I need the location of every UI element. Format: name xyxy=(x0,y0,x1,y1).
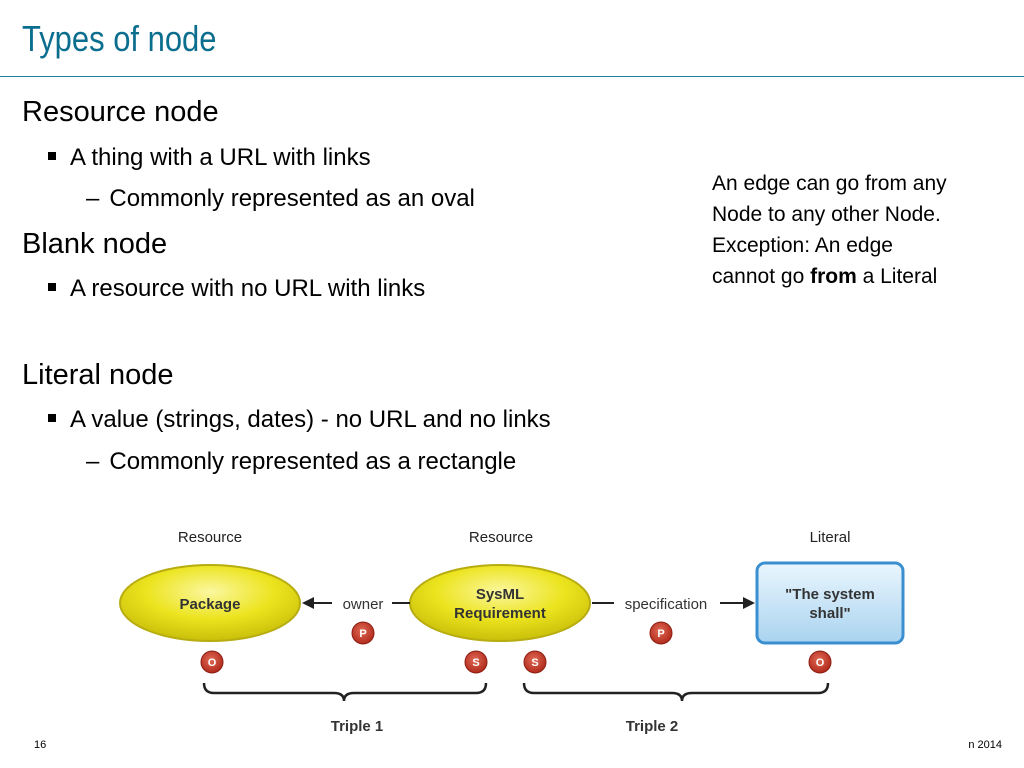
edge-note: An edge can go from any Node to any othe… xyxy=(712,168,1012,292)
slide-number: 16 xyxy=(34,739,47,751)
label-resource-2: Resource xyxy=(469,529,533,546)
subject-badge-sysml-1: S xyxy=(464,650,488,674)
literal-node-line-2: shall" xyxy=(809,605,850,622)
literal-node-subbullet: –Commonly represented as a rectangle xyxy=(86,448,516,476)
predicate-badge-specification: P xyxy=(649,621,673,645)
predicate-badge-owner: P xyxy=(351,621,375,645)
note-line-2: Node to any other Node. xyxy=(712,203,941,226)
resource-node-bullet: A thing with a URL with links xyxy=(48,144,371,172)
literal-node-heading: Literal node xyxy=(22,359,174,391)
note-line-4-bold: from xyxy=(810,265,857,288)
dash-icon: – xyxy=(86,185,100,212)
sysml-node-line-1: SysML xyxy=(476,586,524,603)
sysml-node-line-2: Requirement xyxy=(454,605,546,622)
package-node-label: Package xyxy=(180,596,241,613)
literal-rectangle xyxy=(755,561,905,645)
blank-node-bullet: A resource with no URL with links xyxy=(48,275,425,303)
literal-node-shape: Commonly represented as a rectangle xyxy=(109,448,517,475)
package-oval xyxy=(119,564,301,642)
note-line-4-pre: cannot go xyxy=(712,265,811,288)
resource-node-subbullet: –Commonly represented as an oval xyxy=(86,185,475,213)
owner-arrowhead-icon xyxy=(302,597,314,609)
bullet-square-icon xyxy=(48,413,56,422)
resource-node-shape: Commonly represented as an oval xyxy=(109,185,475,212)
bullet-square-icon xyxy=(48,151,56,160)
resource-node-desc: A thing with a URL with links xyxy=(70,144,371,171)
note-line-3: Exception: An edge xyxy=(712,234,893,257)
badge-s-label: S xyxy=(472,657,479,669)
badge-p-label: P xyxy=(359,628,366,640)
literal-node-line-1: "The system xyxy=(785,586,875,603)
object-badge-literal: O xyxy=(808,650,832,674)
title-divider xyxy=(0,76,1024,77)
bullet-square-icon xyxy=(48,282,56,291)
badge-p-label: P xyxy=(657,628,664,640)
page-title: Types of node xyxy=(22,18,217,59)
note-line-4: cannot go from a Literal xyxy=(712,261,1012,292)
triple-2-label: Triple 2 xyxy=(626,718,679,735)
dash-icon: – xyxy=(86,448,100,475)
blank-node-heading: Blank node xyxy=(22,228,168,260)
literal-node-bullet: A value (strings, dates) - no URL and no… xyxy=(48,406,551,434)
footer-text: n 2014 xyxy=(968,739,1002,751)
label-resource-1: Resource xyxy=(178,529,242,546)
badge-o-label: O xyxy=(816,657,825,669)
blank-node-desc: A resource with no URL with links xyxy=(70,275,426,302)
triple-2-brace xyxy=(522,682,830,702)
specification-edge-label: specification xyxy=(625,596,708,613)
specification-arrowhead-icon xyxy=(743,597,755,609)
resource-node-heading: Resource node xyxy=(22,96,219,128)
triple-1-label: Triple 1 xyxy=(331,718,384,735)
subject-badge-sysml-2: S xyxy=(523,650,547,674)
owner-edge-label: owner xyxy=(343,596,384,613)
label-literal: Literal xyxy=(810,529,851,546)
badge-s-label: S xyxy=(531,657,538,669)
rdf-triple-diagram: Resource Resource Literal Package SysML … xyxy=(119,529,905,735)
note-line-4-post: a Literal xyxy=(856,265,938,288)
object-badge-package: O xyxy=(200,650,224,674)
badge-o-label: O xyxy=(208,657,217,669)
sysml-requirement-oval xyxy=(409,564,591,642)
triple-1-brace xyxy=(202,682,488,702)
literal-node-desc: A value (strings, dates) - no URL and no… xyxy=(70,406,551,433)
note-line-1: An edge can go from any xyxy=(712,172,947,195)
